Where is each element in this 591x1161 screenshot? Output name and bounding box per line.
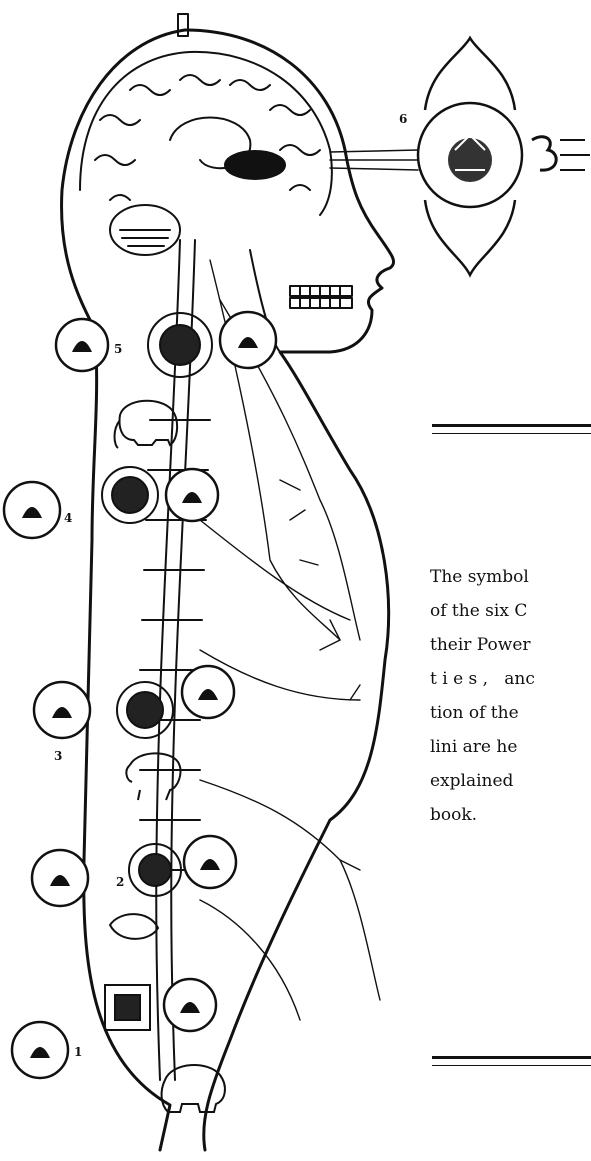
top-divider-rule [432, 424, 591, 434]
chakra-number-6: 6 [399, 112, 407, 126]
chakra-number-2: 2 [116, 875, 124, 889]
spinal-column [140, 240, 210, 1080]
chakra-lotus-4 [102, 467, 158, 523]
makara-icon [110, 914, 158, 939]
bottom-divider-rule [432, 1056, 591, 1066]
chakra-lotus-1 [105, 985, 150, 1030]
nerves [200, 260, 380, 1020]
crown-tuft [178, 14, 188, 36]
om-symbol [532, 137, 556, 170]
caption-line: tion of the [430, 696, 591, 730]
chakra-number-5: 5 [114, 342, 122, 356]
caption-line: lini are he [430, 730, 591, 764]
elephant-icon [115, 401, 178, 448]
skull-outline [80, 52, 332, 215]
ajna-chakra [418, 38, 590, 275]
caption-line: t i e s , anc [430, 662, 591, 696]
chakra-number-4: 4 [64, 511, 72, 525]
caption-line: book. [430, 798, 591, 832]
lotus-petal-top [425, 38, 515, 110]
third-eye-lines [330, 150, 418, 170]
chakra-lotus-3 [117, 682, 173, 738]
caption-line: of the six C [430, 594, 591, 628]
chakra-number-1: 1 [74, 1045, 82, 1059]
brain [95, 75, 320, 255]
chakra-lotus-5 [148, 313, 212, 377]
caption-line: their Power [430, 628, 591, 662]
body-outline [62, 30, 185, 1150]
caption-line: explained [430, 764, 591, 798]
caption-text: The symbol of the six C their Power t i … [430, 560, 591, 832]
lotus-petal-bottom [425, 200, 515, 275]
caption-line: The symbol [430, 560, 591, 594]
chakra-number-3: 3 [54, 749, 62, 763]
